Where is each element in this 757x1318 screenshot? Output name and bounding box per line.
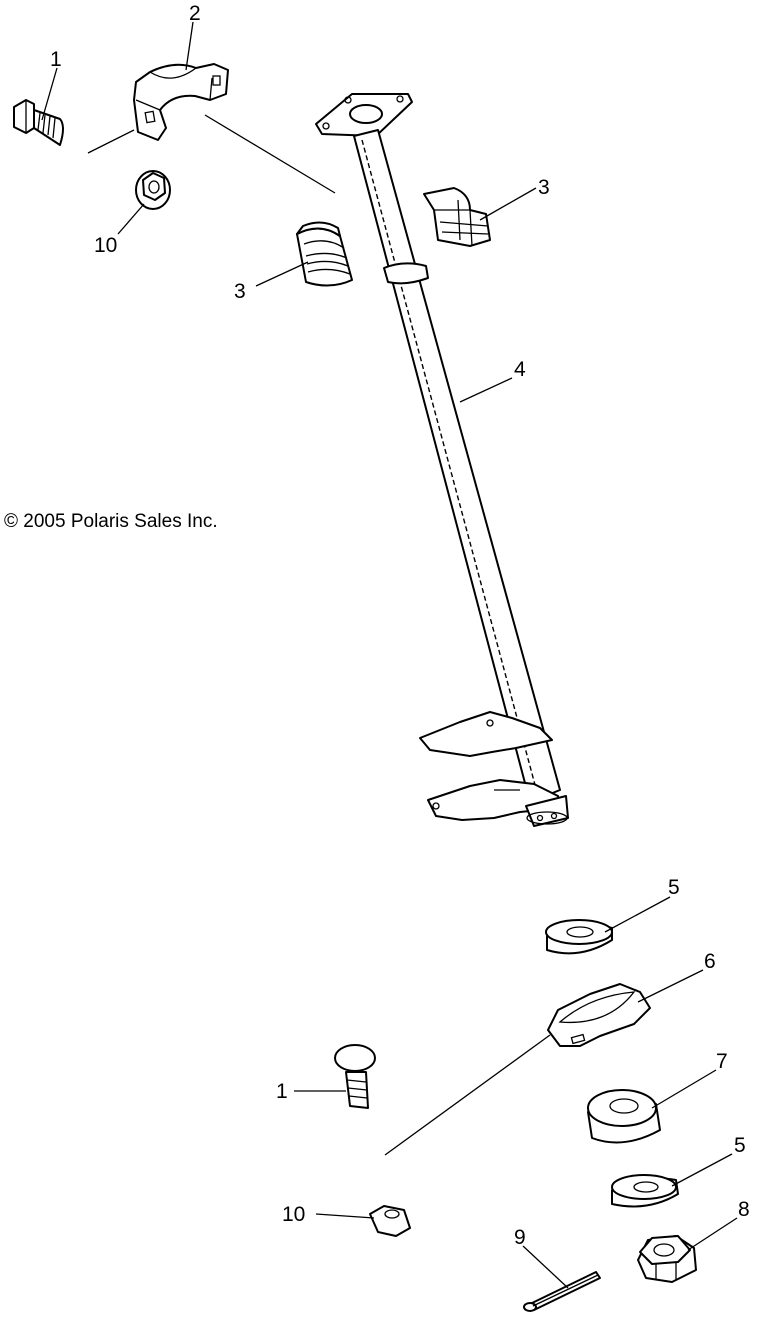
leader-bushing-right — [479, 187, 537, 221]
callout-flange-nut-bottom: 10 — [282, 1203, 305, 1226]
assembly-line-bolt-top — [87, 129, 135, 154]
assembly-line-lower — [384, 1034, 551, 1156]
leader-washer-lower — [671, 1153, 733, 1187]
callout-shaft: 4 — [514, 358, 526, 381]
callout-cotter-pin: 9 — [514, 1226, 526, 1249]
leader-washer-upper — [604, 896, 671, 933]
cotter-pin-part — [523, 1271, 601, 1312]
callout-bushing-right: 3 — [538, 176, 550, 199]
bearing-retainer-part — [547, 983, 651, 1047]
bolt-top-part — [13, 99, 64, 146]
callout-washer-lower: 5 — [734, 1134, 746, 1157]
assembly-line-clamp — [204, 114, 336, 194]
leader-flange-nut-bottom — [315, 1213, 375, 1219]
callout-leaders — [41, 21, 738, 1289]
leader-flange-nut-top — [117, 203, 145, 235]
leader-bushing-left — [255, 261, 309, 287]
callout-washer-upper: 5 — [668, 876, 680, 899]
steering-shaft-part — [315, 93, 569, 827]
clamp-part — [133, 63, 229, 141]
bushing-right-part — [423, 187, 491, 247]
flange-nut-bottom-part — [369, 1205, 411, 1237]
bushing-left-part — [296, 221, 353, 287]
callout-castle-nut: 8 — [738, 1198, 750, 1221]
leader-bolt-top — [41, 67, 58, 121]
callout-bushing-left: 3 — [234, 280, 246, 303]
callout-bolt-bottom: 1 — [276, 1080, 288, 1103]
callout-clamp: 2 — [189, 2, 201, 25]
bolt-bottom-part — [334, 1044, 376, 1109]
leader-castle-nut — [687, 1217, 738, 1251]
callout-bolt-top: 1 — [50, 48, 62, 71]
leader-retainer — [637, 969, 704, 1003]
washer-upper-part — [545, 919, 613, 955]
assembly-lines — [87, 114, 551, 1156]
leader-cotter-pin — [522, 1245, 569, 1289]
bearing-part — [587, 1089, 661, 1144]
castle-nut-part — [637, 1235, 697, 1283]
callout-bearing: 7 — [716, 1050, 728, 1073]
flange-nut-top-part — [135, 170, 171, 210]
callout-flange-nut-top: 10 — [94, 234, 117, 257]
washer-lower-part — [611, 1174, 679, 1208]
leader-clamp — [185, 21, 194, 71]
copyright-text: © 2005 Polaris Sales Inc. — [4, 511, 218, 532]
callout-labels: 1 2 10 3 3 4 5 6 7 5 8 9 1 10 — [50, 2, 750, 1249]
leader-shaft — [459, 377, 513, 403]
callout-retainer: 6 — [704, 950, 716, 973]
leader-bearing — [651, 1069, 717, 1109]
